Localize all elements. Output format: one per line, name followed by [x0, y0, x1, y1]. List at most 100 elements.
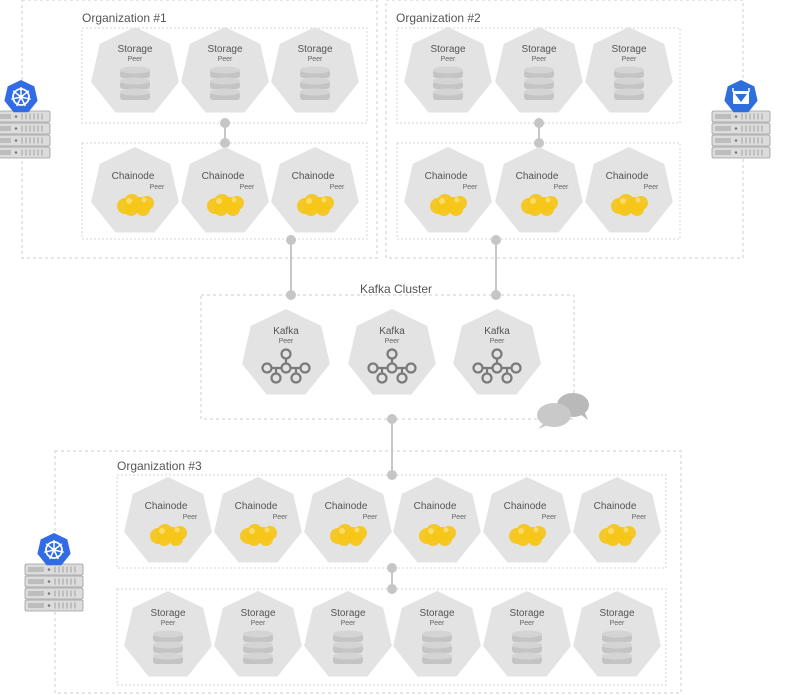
node-title: Chainode [292, 171, 335, 182]
org2-kafka-connector [491, 235, 501, 300]
heptagon-shape [304, 477, 392, 563]
node-title: Storage [419, 608, 454, 619]
node-title: Storage [297, 44, 332, 55]
kafka-network-icon [261, 348, 311, 384]
org3-server-rack [24, 533, 84, 612]
kafka-network-icon [472, 348, 522, 384]
database-icon [243, 630, 273, 664]
node-subtitle: Peer [273, 514, 288, 521]
database-icon [210, 66, 240, 100]
node-title: Chainode [202, 171, 245, 182]
heptagon-shape [271, 147, 359, 233]
node-subtitle: Peer [161, 620, 176, 627]
org3-storage-tier [116, 588, 667, 686]
node-subtitle: Peer [330, 184, 345, 191]
chaincode-blob-icon [240, 524, 277, 546]
chaincode-blob-icon [611, 194, 648, 216]
heptagon-shape [91, 147, 179, 233]
node-subtitle: Peer [622, 56, 637, 63]
org1-server-rack [0, 80, 51, 159]
chaincode-blob-icon [150, 524, 187, 546]
kafka-cluster-title: Kafka Cluster [360, 282, 433, 296]
node-title: Chainode [112, 171, 155, 182]
node-title: Chainode [516, 171, 559, 182]
heptagon-shape [124, 477, 212, 563]
node-title: Chainode [414, 501, 457, 512]
node-title: Chainode [425, 171, 468, 182]
org3-title: Organization #3 [117, 459, 202, 473]
kafka-network-icon [367, 348, 417, 384]
node-title: Storage [207, 44, 242, 55]
database-icon [153, 630, 183, 664]
chaincode-blob-icon [297, 194, 334, 216]
node-title: Chainode [504, 501, 547, 512]
database-icon [614, 66, 644, 100]
node-subtitle: Peer [542, 514, 557, 521]
kafka-org3-connector [387, 414, 397, 480]
node-title: Kafka [379, 326, 405, 337]
node-title: Storage [611, 44, 646, 55]
org2-tier-connector [534, 118, 544, 148]
node-title: Chainode [325, 501, 368, 512]
node-subtitle: Peer [463, 184, 478, 191]
heptagon-shape [393, 477, 481, 563]
hyperledger-icon [724, 80, 758, 113]
node-subtitle: Peer [632, 514, 647, 521]
chat-bubbles-icon [537, 393, 589, 429]
kafka-cluster-container [200, 294, 575, 420]
node-subtitle: Peer [150, 184, 165, 191]
org1-chaincode-tier [81, 142, 368, 240]
node-subtitle: Peer [452, 514, 467, 521]
node-title: Storage [430, 44, 465, 55]
chaincode-blob-icon [599, 524, 636, 546]
database-icon [333, 630, 363, 664]
org2-server-rack [711, 80, 771, 159]
chaincode-blob-icon [419, 524, 456, 546]
node-subtitle: Peer [218, 56, 233, 63]
heptagon-shape [404, 147, 492, 233]
node-title: Storage [599, 608, 634, 619]
node-title: Chainode [606, 171, 649, 182]
chaincode-blob-icon [430, 194, 467, 216]
heptagon-shape [585, 147, 673, 233]
node-subtitle: Peer [554, 184, 569, 191]
node-subtitle: Peer [532, 56, 547, 63]
database-icon [422, 630, 452, 664]
node-title: Storage [117, 44, 152, 55]
heptagon-shape [181, 147, 269, 233]
node-title: Storage [240, 608, 275, 619]
kubernetes-icon [4, 80, 38, 113]
org2-title: Organization #2 [396, 11, 481, 25]
heptagon-shape [214, 477, 302, 563]
node-title: Storage [330, 608, 365, 619]
node-title: Storage [521, 44, 556, 55]
node-subtitle: Peer [279, 338, 294, 345]
node-title: Chainode [235, 501, 278, 512]
node-subtitle: Peer [520, 620, 535, 627]
org3-tier-connector [387, 563, 397, 594]
node-subtitle: Peer [341, 620, 356, 627]
node-subtitle: Peer [385, 338, 400, 345]
